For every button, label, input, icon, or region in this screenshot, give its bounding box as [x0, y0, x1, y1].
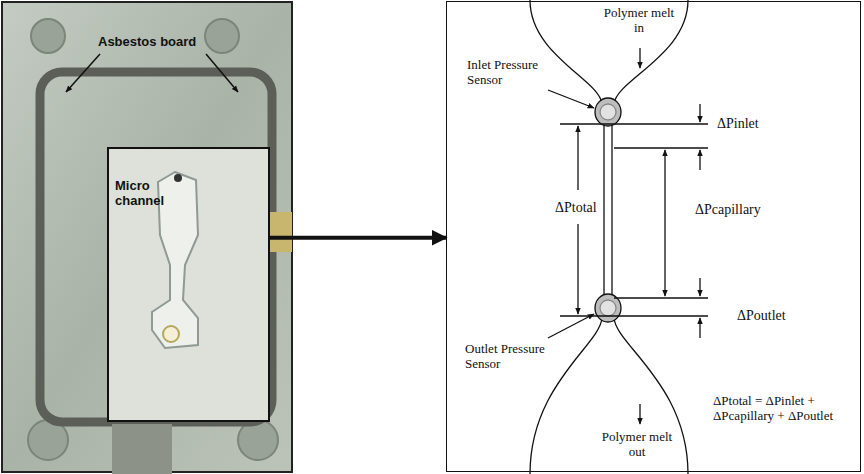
node-text: ΔPinlet	[717, 116, 759, 132]
part-label: Asbestos board	[98, 34, 196, 49]
flow-arrow	[270, 236, 446, 240]
node-text: ΔPtotal	[555, 200, 597, 216]
node-text: Outlet Pressure Sensor	[465, 342, 565, 372]
channel-box: Micro channel	[107, 147, 270, 422]
capillary-schematic	[446, 0, 861, 474]
node-text: Inlet Pressure Sensor	[467, 58, 563, 88]
mould-photo	[2, 2, 292, 474]
node-text: Micro channel	[115, 179, 165, 209]
node-text: Polymer melt in	[599, 6, 679, 36]
node-text: Polymer melt out	[597, 430, 677, 460]
schematic-panel: Polymer melt in Inlet Pressure SensorΔPin…	[446, 1, 861, 472]
node-text: ΔPtotal = ΔPinlet + ΔPcapillary + ΔPoutl…	[713, 394, 855, 424]
node-text: ΔPoutlet	[737, 308, 786, 324]
node-text: ΔPcapillary	[695, 202, 761, 218]
